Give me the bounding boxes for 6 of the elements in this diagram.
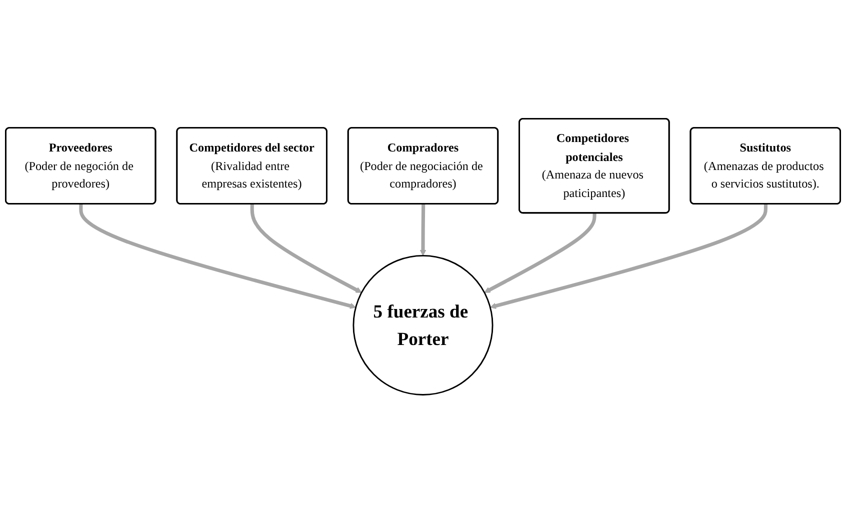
arrow bbox=[490, 204, 768, 310]
node-circle: 5 fuerzas de Porter bbox=[352, 255, 494, 396]
arrow bbox=[250, 204, 362, 294]
arrow bbox=[79, 204, 356, 310]
arrow bbox=[420, 204, 426, 256]
arrow bbox=[484, 213, 596, 294]
